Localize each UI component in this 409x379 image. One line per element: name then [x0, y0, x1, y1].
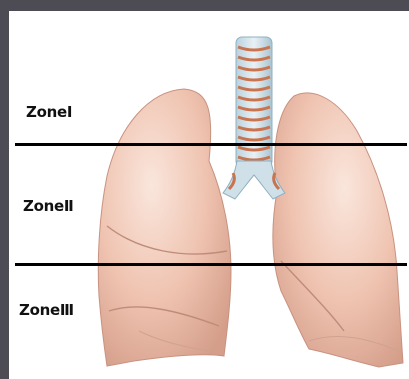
zone-1-label: ZoneⅠ: [26, 103, 72, 121]
right-lung: [98, 89, 231, 366]
zone-2-label: ZoneⅡ: [23, 197, 73, 215]
diagram-canvas: ZoneⅠ ZoneⅡ ZoneⅢ: [9, 11, 409, 379]
left-lung: [273, 93, 403, 367]
trachea: [223, 37, 285, 199]
zone-divider-upper: [15, 143, 407, 146]
lungs-illustration: [9, 11, 409, 379]
zone-3-label: ZoneⅢ: [19, 301, 74, 319]
zone-divider-lower: [15, 263, 407, 266]
